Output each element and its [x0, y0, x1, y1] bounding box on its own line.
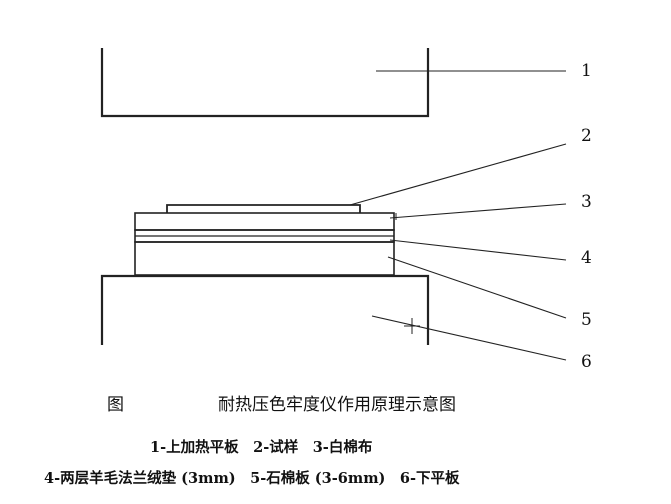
upper-heating-plate: [100, 48, 430, 118]
white-cotton-cloth: [134, 212, 395, 231]
part-number-4: 4: [581, 248, 592, 268]
part-number-2: 2: [581, 126, 592, 146]
figure-caption-label: 图: [107, 395, 124, 415]
leader-line-5: [387, 256, 567, 319]
asbestos-board: [134, 241, 395, 276]
legend-line-1: 1-上加热平板 2-试样 3-白棉布: [150, 438, 372, 456]
leader-line-6: [371, 315, 567, 361]
figure-caption-title: 耐热压色牢度仪作用原理示意图: [218, 395, 456, 415]
part-number-1: 1: [581, 61, 592, 81]
legend-line-2: 4-两层羊毛法兰绒垫 (3mm) 5-石棉板 (3-6mm) 6-下平板: [44, 469, 460, 487]
leader-line-3: [389, 203, 567, 219]
part-number-6: 6: [581, 352, 592, 372]
leader-line-2: [349, 143, 567, 206]
part-number-5: 5: [581, 310, 592, 330]
lower-plate: [100, 274, 430, 345]
leader-line-4: [389, 239, 567, 261]
cross-mark: [404, 318, 420, 334]
part-number-3: 3: [581, 192, 592, 212]
specimen: [166, 204, 361, 213]
